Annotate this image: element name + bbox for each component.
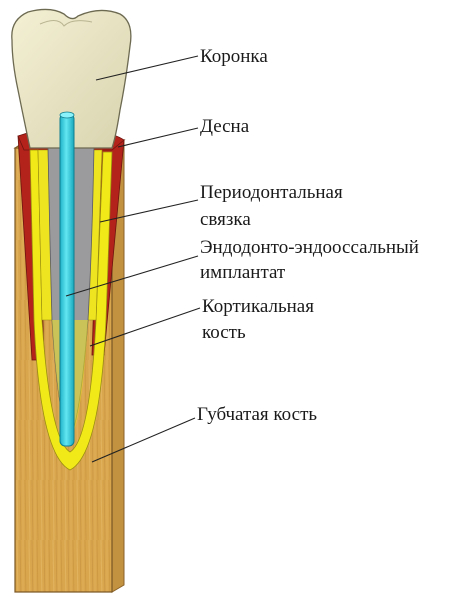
label-ligament-2: связка — [200, 209, 251, 230]
leader-ligament — [99, 199, 199, 223]
label-gum: Десна — [200, 116, 250, 137]
implant-rod — [59, 111, 75, 447]
leader-gum — [117, 127, 199, 148]
leader-implant — [65, 255, 199, 297]
tooth-crown — [11, 8, 132, 149]
cortical-bone — [29, 149, 113, 471]
label-implant-2: имплантат — [200, 262, 286, 283]
label-implant-1: Эндодонто-эндооссальный — [200, 237, 419, 258]
label-cortical-2: кость — [202, 322, 246, 343]
label-ligament-1: Периодонтальная — [200, 182, 343, 203]
leader-spongy — [91, 417, 196, 463]
label-cortical-1: Кортикальная — [202, 296, 314, 317]
leader-crown — [95, 55, 199, 81]
leader-cortical — [89, 307, 201, 347]
crown-highlight — [39, 20, 93, 27]
label-crown: Коронка — [200, 46, 268, 67]
labels: Коронка Десна Периодонтальная связка Энд… — [197, 46, 419, 425]
leader-lines — [65, 55, 201, 463]
label-spongy: Губчатая кость — [197, 404, 317, 425]
